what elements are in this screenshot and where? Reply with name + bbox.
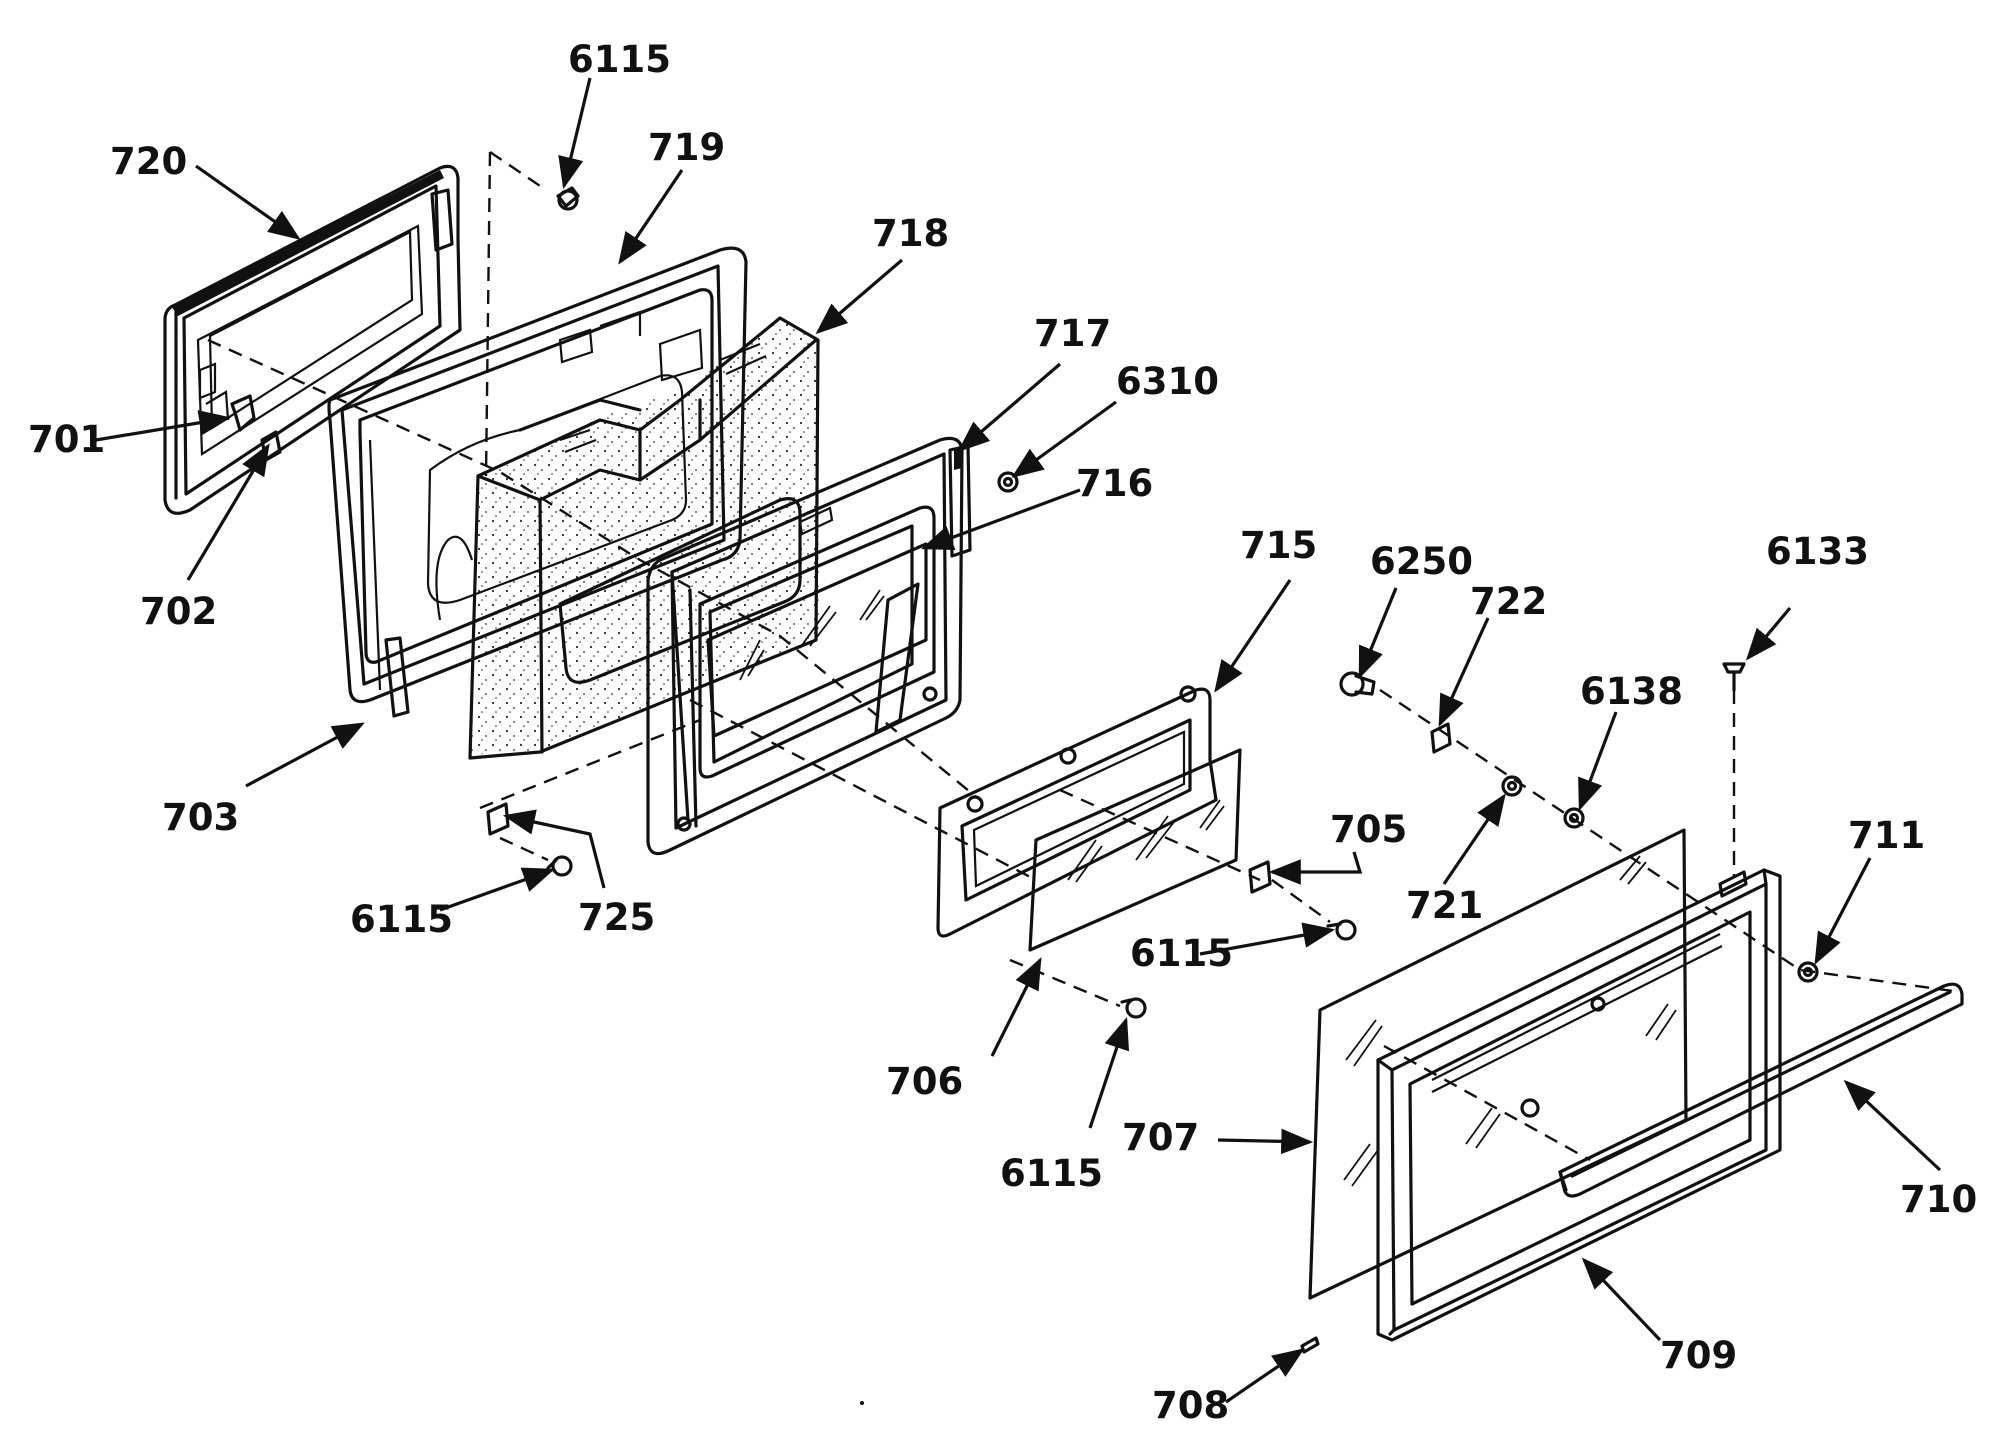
label-6133: 6133: [1766, 530, 1869, 573]
stray-dot: [860, 1401, 864, 1405]
label-710: 710: [1900, 1178, 1977, 1221]
part-721-nut: [1501, 775, 1523, 797]
part-6138-nut: [1563, 807, 1585, 829]
label-717: 717: [1034, 312, 1111, 355]
label-716: 716: [1076, 462, 1153, 505]
label-709: 709: [1660, 1334, 1737, 1377]
label-701: 701: [28, 418, 105, 461]
label-6138: 6138: [1580, 670, 1683, 713]
part-706-glass-panel: [1028, 748, 1242, 952]
label-6115-top: 6115: [568, 38, 671, 81]
label-719: 719: [648, 126, 725, 169]
label-725: 725: [578, 896, 655, 939]
part-6115-screw-bot: [1120, 997, 1147, 1019]
label-6115-mid: 6115: [1130, 932, 1233, 975]
label-707: 707: [1122, 1116, 1199, 1159]
part-702-bracket: [260, 430, 282, 462]
label-705: 705: [1330, 808, 1407, 851]
leader-lines: [95, 77, 1942, 1404]
part-716-inner-glass: [706, 542, 928, 738]
label-6115-bot: 6115: [1000, 1152, 1103, 1195]
part-710-handle: [1558, 982, 1964, 1198]
part-6133-screw: [1722, 662, 1746, 692]
label-708: 708: [1152, 1384, 1229, 1427]
label-721: 721: [1406, 884, 1483, 927]
part-6250-bumper: [1339, 671, 1376, 697]
part-718-insulation: [468, 316, 820, 760]
callout-labels: 6115 720 719 718 717 6310 716 701 702 70…: [28, 38, 1977, 1427]
part-6115-screw-left: [546, 855, 573, 877]
part-722-spacer: [1430, 722, 1452, 754]
part-709-outer-frame: [1376, 868, 1782, 1342]
label-711: 711: [1848, 814, 1925, 857]
label-6115-left: 6115: [350, 898, 453, 941]
part-6115-screw-mid: [1326, 919, 1357, 941]
part-6115-screw-top: [556, 186, 580, 211]
part-707-outer-glass: [1308, 828, 1688, 1300]
part-708-pin: [1300, 1336, 1320, 1354]
label-706: 706: [886, 1060, 963, 1103]
label-703: 703: [162, 796, 239, 839]
part-6310-nut: [997, 471, 1019, 493]
label-715: 715: [1240, 524, 1317, 567]
part-720-door-liner: [163, 164, 462, 515]
part-725-clip: [486, 802, 510, 836]
label-6250: 6250: [1370, 540, 1473, 583]
label-6310: 6310: [1116, 360, 1219, 403]
part-715-glass-retainer: [936, 685, 1218, 938]
assembly-lines: [207, 151, 1961, 1162]
label-718: 718: [872, 212, 949, 255]
label-702: 702: [140, 590, 217, 633]
label-722: 722: [1470, 580, 1547, 623]
part-701-hinge-clip: [230, 394, 256, 432]
label-720: 720: [110, 140, 187, 183]
